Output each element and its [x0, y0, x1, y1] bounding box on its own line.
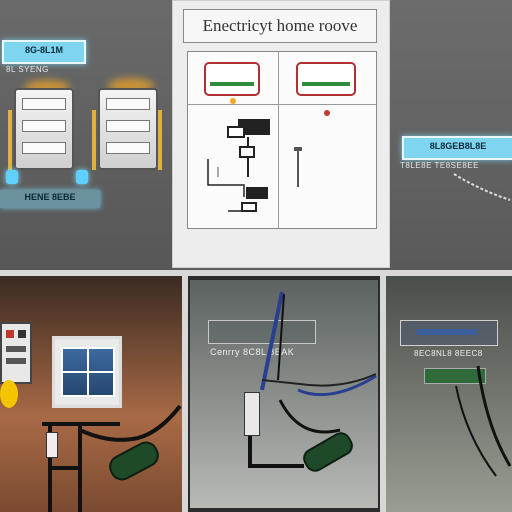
diagram-title: Enectricyt home roove — [202, 16, 358, 35]
breaker-switch — [18, 330, 26, 338]
caption-top-left: 8L SYENG — [6, 66, 49, 74]
grid-line-h — [188, 104, 376, 105]
wall-backdrop — [190, 280, 378, 508]
indicator-dot — [324, 110, 330, 116]
junction — [239, 146, 255, 158]
rail — [8, 110, 12, 170]
caption-top-right: T8LE8E TE8SE8EE — [400, 162, 479, 170]
meter-slot — [22, 120, 66, 132]
appliance-stripe — [302, 82, 350, 86]
divider — [380, 276, 386, 512]
sign-frame — [400, 320, 498, 346]
switch-box — [246, 187, 268, 199]
switch-box — [238, 119, 270, 135]
window-pane — [61, 347, 115, 397]
breaker-switch — [6, 358, 26, 364]
panel-bottom-middle: Cenrry 8C8L 8EAK — [182, 276, 386, 512]
wiring-cables — [260, 291, 377, 434]
window — [52, 336, 122, 408]
connector-icon — [76, 170, 88, 184]
indicator-dot — [230, 98, 236, 104]
appliance-icon — [296, 62, 356, 96]
rail — [158, 110, 162, 170]
breaker-switch — [6, 330, 14, 338]
table-crossbar — [48, 466, 82, 470]
connector-icon — [6, 170, 18, 184]
meter-slot — [106, 142, 150, 154]
wire — [207, 159, 245, 197]
outlet-box — [46, 432, 58, 458]
grid-line-v — [278, 52, 279, 228]
sign-frame — [208, 320, 316, 344]
meter-slot — [22, 142, 66, 154]
meter-slot — [106, 120, 150, 132]
label-bottom-left: HENE 8EBE — [0, 190, 100, 208]
meter-slot — [106, 98, 150, 110]
cable — [453, 173, 511, 201]
breaker-panel — [0, 322, 32, 384]
caption-bottom-middle: Cenrry 8C8L 8EAK — [210, 348, 295, 357]
panel-bottom-left — [0, 276, 182, 512]
outlet — [241, 202, 257, 212]
caption-bottom-right: 8EC8NL8 8EEC8 — [414, 350, 483, 358]
junction — [294, 147, 302, 151]
conduit — [248, 436, 252, 466]
panel-top-left: 8G-8L1M 8L SYENG HENE 8EBE — [0, 0, 172, 270]
wiring-schematic — [207, 119, 302, 212]
window-mullion — [63, 371, 113, 373]
indicator-strip — [417, 329, 477, 335]
panel-top-right: 8L8GEB8L8E T8LE8E TE8SE8EE — [390, 0, 512, 270]
meter-slot — [22, 98, 66, 110]
label-top-right: 8L8GEB8L8E — [402, 136, 512, 160]
title-box: Enectricyt home roove — [183, 9, 377, 43]
panel-center-diagram: Enectricyt home roove — [172, 0, 390, 268]
divider — [182, 276, 188, 512]
panel-bottom-right: 8EC8NL8 8EEC8 — [386, 276, 512, 512]
breaker-switch — [6, 346, 26, 352]
bulb-icon — [0, 380, 18, 408]
appliance-stripe — [210, 82, 254, 86]
power-cable — [80, 404, 182, 442]
meter-cabinet-left — [14, 88, 74, 170]
table-top — [42, 422, 120, 426]
switch-plate — [244, 392, 260, 436]
switch-box — [227, 126, 245, 138]
conduit — [248, 464, 304, 468]
wiring-cables — [455, 365, 512, 477]
floor-plan-grid — [187, 51, 377, 229]
rail — [92, 110, 96, 170]
meter-cabinet-right — [98, 88, 158, 170]
appliance-icon — [204, 62, 260, 96]
label-top-left: 8G-8L1M — [2, 40, 86, 64]
divider — [0, 270, 512, 276]
equipment-rack — [424, 368, 486, 384]
